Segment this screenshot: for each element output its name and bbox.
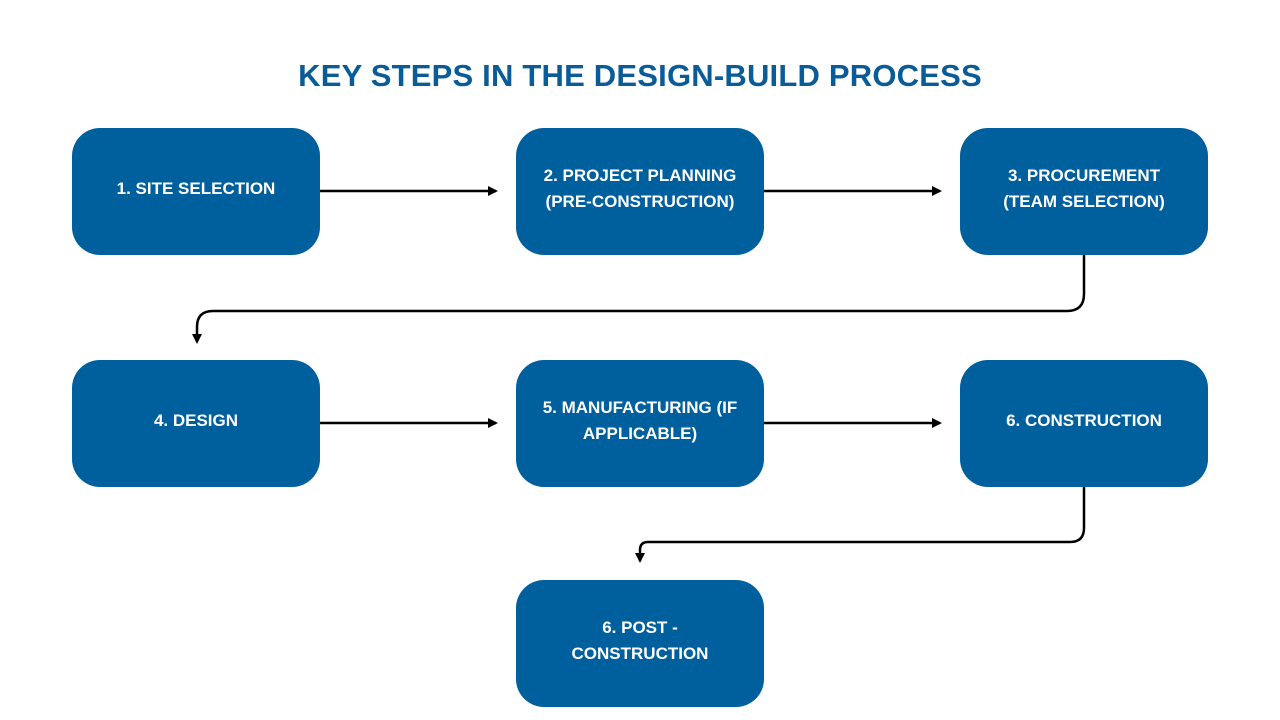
arrow-3-to-4 bbox=[192, 254, 1086, 344]
step-label-line2: (TEAM SELECTION) bbox=[1003, 192, 1165, 211]
step-6-construction: 6. CONSTRUCTION bbox=[960, 360, 1208, 487]
step-label-line1: 6. POST - bbox=[602, 618, 678, 637]
step-5-manufacturing: 5. MANUFACTURING (IF APPLICABLE) bbox=[516, 360, 764, 487]
step-label-line1: 2. PROJECT PLANNING bbox=[543, 166, 737, 185]
diagram-title: KEY STEPS IN THE DESIGN-BUILD PROCESS bbox=[298, 58, 982, 93]
step-2-project-planning: 2. PROJECT PLANNING (PRE-CONSTRUCTION) bbox=[516, 128, 764, 255]
step-3-procurement: 3. PROCUREMENT (TEAM SELECTION) bbox=[960, 128, 1208, 255]
step-label-line1: 3. PROCUREMENT bbox=[1007, 166, 1161, 185]
arrow-6-to-7 bbox=[635, 486, 1086, 563]
step-4-design: 4. DESIGN bbox=[72, 360, 320, 487]
step-label: 4. DESIGN bbox=[153, 411, 239, 430]
step-label-line2: (PRE-CONSTRUCTION) bbox=[545, 192, 735, 211]
step-1-site-selection: 1. SITE SELECTION bbox=[72, 128, 320, 255]
step-label: 1. SITE SELECTION bbox=[116, 179, 276, 198]
step-7-post-construction: 6. POST - CONSTRUCTION bbox=[516, 580, 764, 707]
step-label: 6. CONSTRUCTION bbox=[1006, 411, 1162, 430]
step-label-line1: 5. MANUFACTURING (IF bbox=[542, 398, 738, 417]
step-label-line2: CONSTRUCTION bbox=[571, 644, 709, 663]
step-label-line2: APPLICABLE) bbox=[582, 424, 698, 443]
